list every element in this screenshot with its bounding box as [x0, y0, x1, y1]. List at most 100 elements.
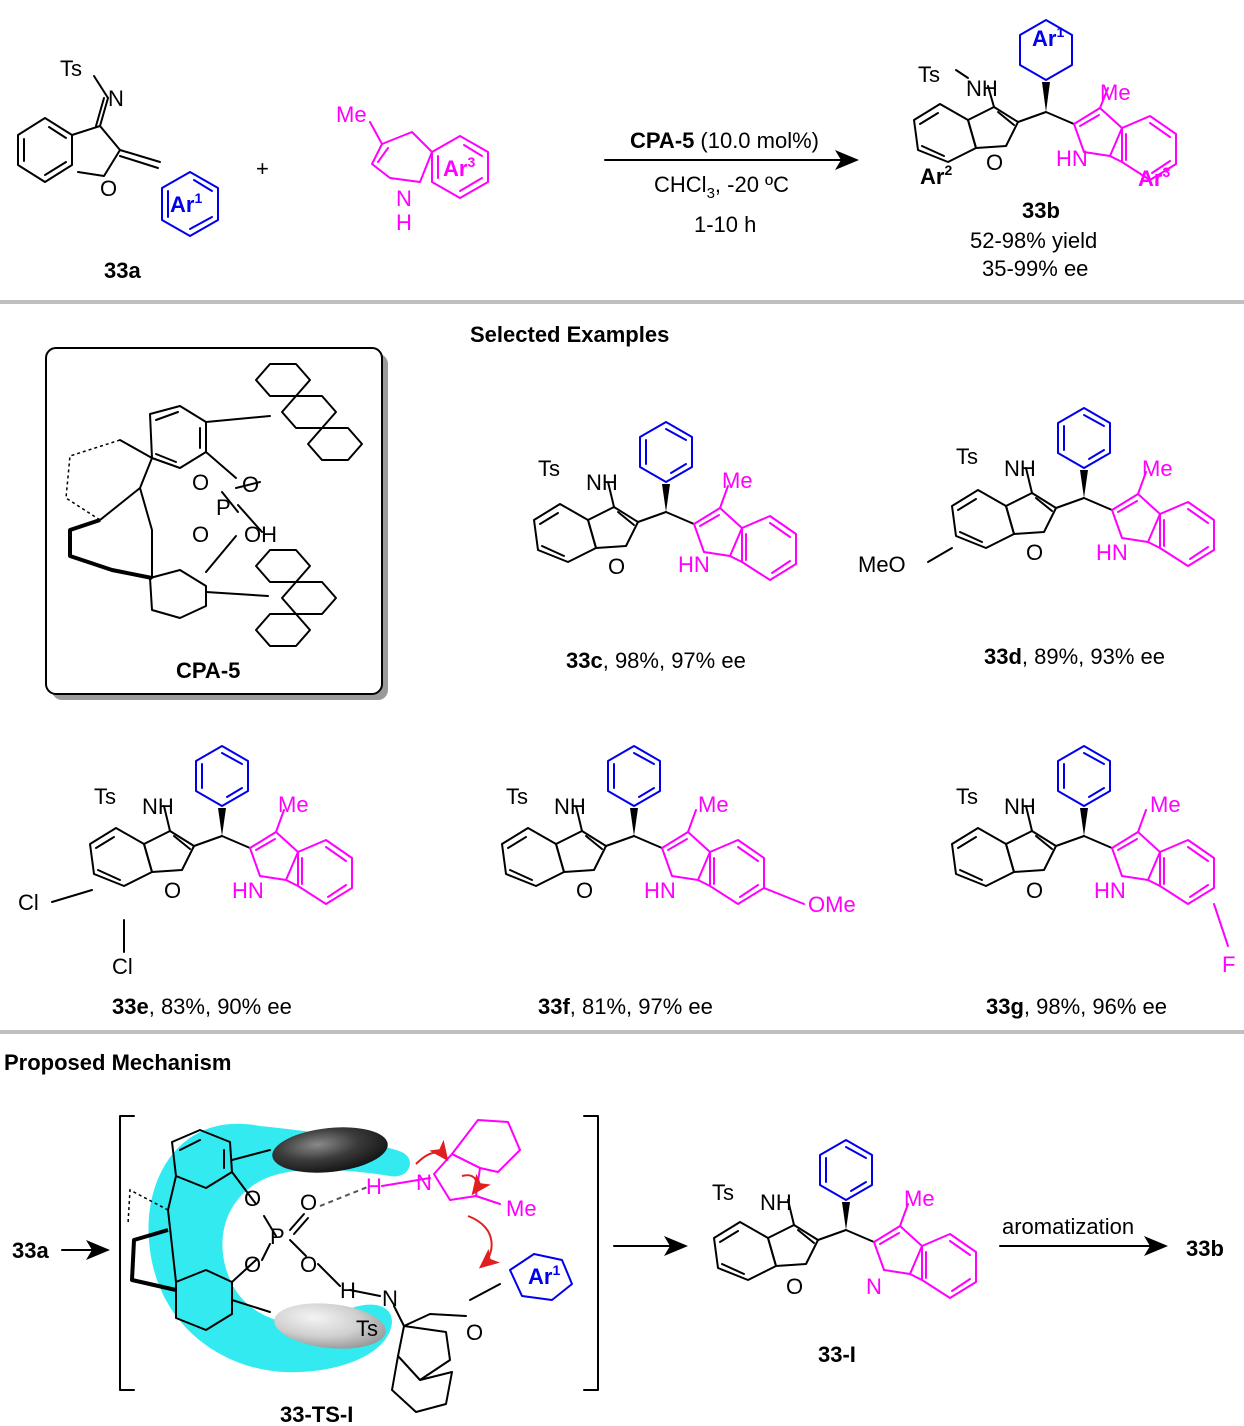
product-me-label: Me [1100, 80, 1131, 105]
mechanism-title: Proposed Mechanism [4, 1050, 231, 1075]
o-label-33d: O [1026, 540, 1043, 565]
product-ar3-label: Ar3 [1138, 164, 1170, 191]
product-ar2-label: Ar2 [920, 162, 952, 189]
f-label-33g: F [1222, 952, 1235, 977]
ts-me-label: Me [506, 1196, 537, 1221]
o-label-33e: O [164, 878, 181, 903]
product-ar1-label: Ar1 [1032, 24, 1064, 51]
selected-examples-title: Selected Examples [470, 322, 669, 347]
ts-o5-label: O [466, 1320, 483, 1345]
catalyst-oh-label: OH [244, 522, 277, 547]
ts-label-33-ts-i: 33-TS-I [280, 1402, 353, 1426]
int-ts-label: Ts [712, 1180, 734, 1205]
aromatization-label: aromatization [1002, 1214, 1134, 1239]
indole-reagent: Me N H Ar3 [336, 102, 489, 235]
ts-ts-label: Ts [356, 1316, 378, 1341]
o-label-33g: O [1026, 878, 1043, 903]
example-33c-label: 33c, 98%, 97% ee [566, 648, 746, 673]
ts-n2-label: N [382, 1286, 398, 1311]
product-hn-label: HN [1056, 146, 1088, 171]
meo-label-33d: MeO [858, 552, 906, 577]
solvent-temperature: CHCl3, -20 ºC [654, 172, 789, 202]
cl1-label-33e: Cl [18, 890, 39, 915]
ts-h2-label: H [340, 1278, 356, 1303]
catalyst-o2-label: O [242, 472, 259, 497]
me-label-33g: Me [1150, 792, 1181, 817]
hn-label-33g: HN [1094, 878, 1126, 903]
hn-label-33f: HN [644, 878, 676, 903]
product-33b: Ts NH O HN Me Ar1 Ar2 Ar3 33b 52-98% yie… [913, 19, 1177, 281]
reaction-time: 1-10 h [694, 212, 756, 237]
compound-33b-label: 33b [1022, 198, 1060, 223]
product-ts-label: Ts [918, 62, 940, 87]
ts-label-33d: Ts [956, 444, 978, 469]
o-label-33f: O [576, 878, 593, 903]
ar1-label: Ar1 [170, 190, 202, 217]
hn-label-33d: HN [1096, 540, 1128, 565]
example-33f-structure: Ts NH O HN Me OMe [501, 745, 856, 917]
ts-bracket-right [583, 1115, 599, 1391]
product-o-label: O [986, 150, 1003, 175]
cl2-label-33e: Cl [112, 954, 133, 979]
me-label-33f: Me [698, 792, 729, 817]
product-nh-label: NH [966, 76, 998, 101]
nh-label-33c: NH [586, 470, 618, 495]
ts-label-33c: Ts [538, 456, 560, 481]
catalyst-p-label: P [216, 495, 231, 520]
example-33c-structure: Ts NH O HN Me [533, 421, 797, 581]
example-33e-label: 33e, 83%, 90% ee [112, 994, 292, 1019]
int-nh-label: NH [760, 1190, 792, 1215]
ts-label-33f: Ts [506, 784, 528, 809]
example-33f-label: 33f, 81%, 97% ee [538, 994, 713, 1019]
ts-p-label: P [270, 1224, 285, 1249]
int-n-label: N [866, 1274, 882, 1299]
intermediate-label-33-i: 33-I [818, 1342, 856, 1367]
catalyst-condition: CPA-5(10.0 mol%) [630, 128, 819, 153]
example-33g-label: 33g, 98%, 96% ee [986, 994, 1167, 1019]
ome-label-33f: OMe [808, 892, 856, 917]
ar3-label: Ar3 [443, 154, 475, 181]
catalyst-label: CPA-5 [176, 658, 240, 683]
furan-o-label: O [100, 176, 117, 201]
example-33d-label: 33d, 89%, 93% ee [984, 644, 1165, 669]
example-33e-structure: Ts NH O HN Me Cl Cl [18, 745, 353, 979]
hn-label-33c: HN [678, 552, 710, 577]
example-33d-structure: Ts NH O HN Me MeO [858, 407, 1215, 577]
ts-o3-label: O [244, 1252, 261, 1277]
ts-n1-label: N [416, 1170, 432, 1195]
plus-sign: + [256, 156, 269, 181]
me-label-33e: Me [278, 792, 309, 817]
int-o-label: O [786, 1274, 803, 1299]
me-label-33d: Me [1142, 456, 1173, 481]
o-label-33c: O [608, 554, 625, 579]
compound-33a-label: 33a [104, 258, 141, 283]
imine-n-label: N [108, 86, 124, 111]
substrate-33a: Ts N O Ar1 33a [17, 56, 219, 283]
reaction-conditions: CPA-5(10.0 mol%) CHCl3, -20 ºC 1-10 h [604, 128, 859, 237]
ts-o1-label: O [244, 1186, 261, 1211]
transition-state-33-ts-i: O O P O O H N Me H N Ts O Ar1 [127, 1119, 573, 1413]
nh-label-33d: NH [1004, 456, 1036, 481]
ts-label-33e: Ts [94, 784, 116, 809]
indole-n-label: N [396, 186, 412, 211]
hn-label-33e: HN [232, 878, 264, 903]
indole-h-label: H [396, 210, 412, 235]
yield-range: 52-98% yield [970, 228, 1097, 253]
indole-me-label: Me [336, 102, 367, 127]
ts-h1-label: H [366, 1174, 382, 1199]
example-33g-structure: Ts NH O HN Me F [951, 745, 1235, 977]
ts-o2-label: O [300, 1190, 317, 1215]
catalyst-cpa5-box: O O P O OH CPA-5 [45, 347, 388, 700]
ts-label: Ts [60, 56, 82, 81]
ts-ar1-label: Ar1 [528, 1262, 560, 1289]
catalyst-o3-label: O [192, 522, 209, 547]
ts-bracket-left [119, 1115, 135, 1391]
ts-o4-label: O [300, 1252, 317, 1277]
ee-range: 35-99% ee [982, 256, 1088, 281]
nh-label-33g: NH [1004, 794, 1036, 819]
int-me-label: Me [904, 1186, 935, 1211]
nh-label-33e: NH [142, 794, 174, 819]
ts-label-33g: Ts [956, 784, 978, 809]
mechanism-start-33a: 33a [12, 1238, 49, 1263]
